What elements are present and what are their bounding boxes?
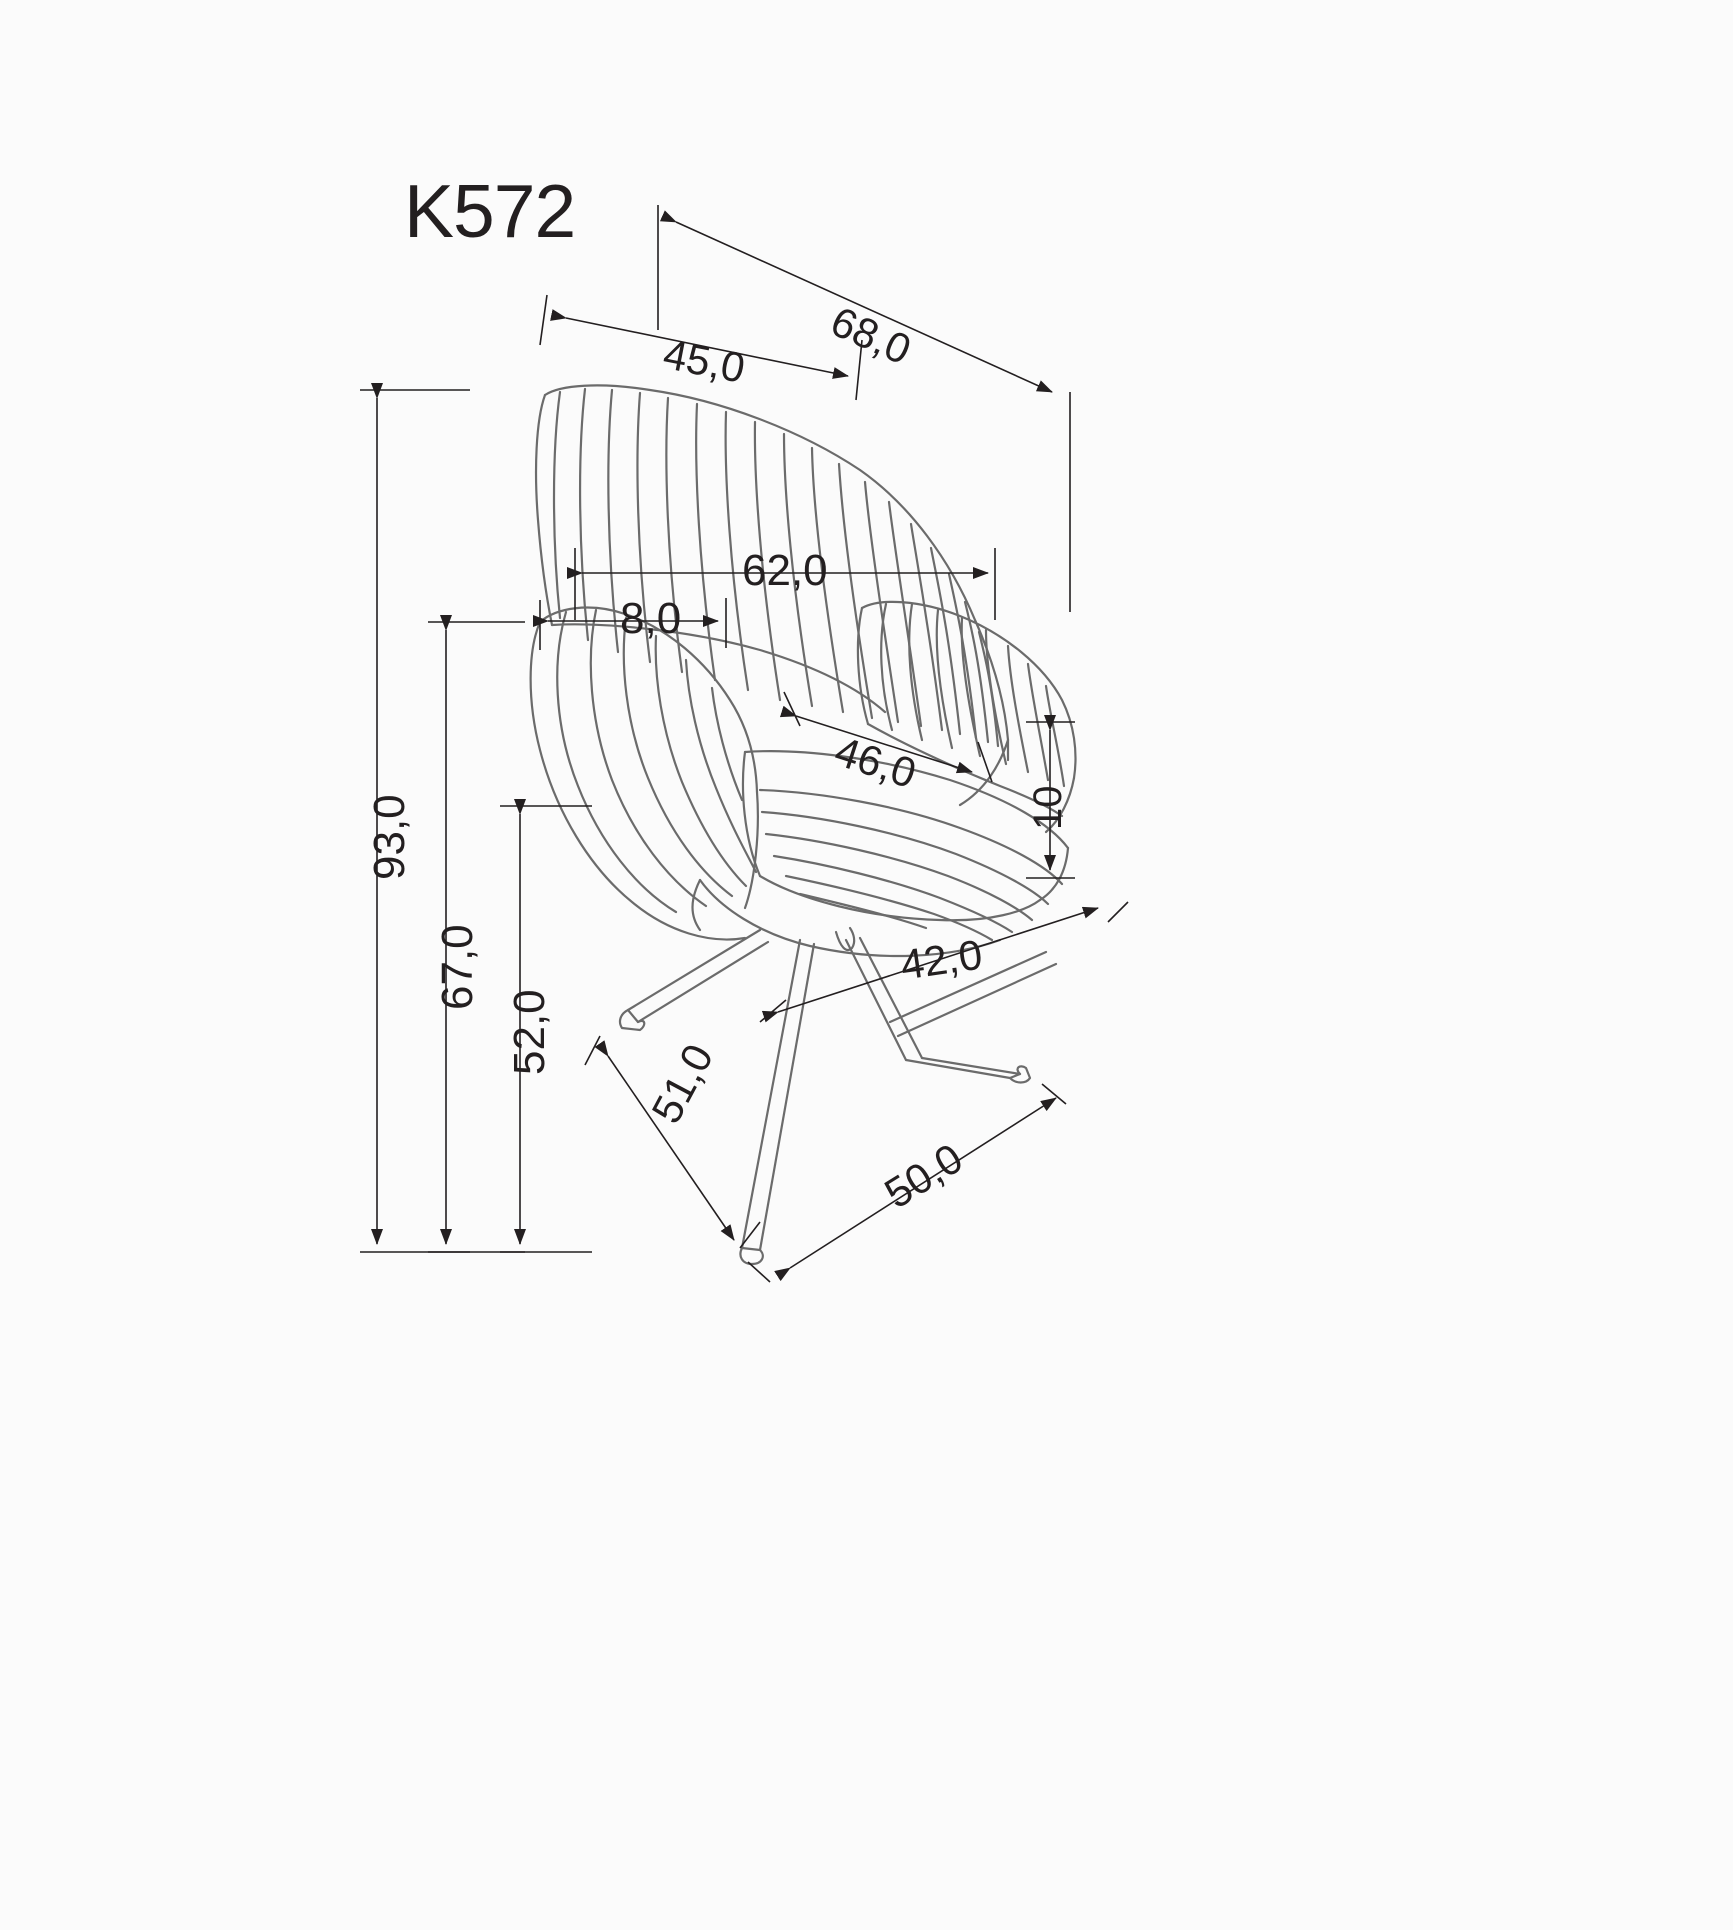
page-title: K572	[404, 169, 576, 253]
dimension-label-8: 8,0	[620, 594, 682, 643]
chair-illustration	[529, 384, 1077, 1266]
dimension-label-93: 93,0	[365, 794, 414, 880]
dimension-lines	[360, 205, 1129, 1283]
dimension-label-67: 67,0	[433, 924, 482, 1010]
dimension-label-42: 42,0	[897, 930, 986, 989]
dimension-label-52: 52,0	[505, 989, 554, 1075]
dimension-label-10: 10	[1026, 785, 1070, 831]
dimension-label-62: 62,0	[742, 546, 828, 595]
